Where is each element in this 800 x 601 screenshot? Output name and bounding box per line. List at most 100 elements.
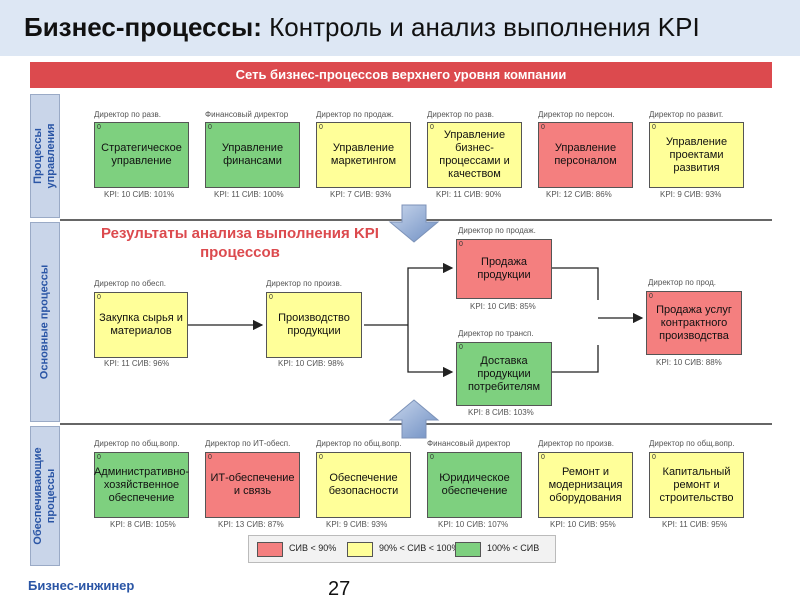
kpi-management-6: KPI: 9 СИВ: 93%: [660, 190, 722, 199]
box-corner-marker: 0: [541, 124, 545, 131]
box-corner-marker: 0: [652, 124, 656, 131]
kpi-management-3: KPI: 7 СИВ: 93%: [330, 190, 392, 199]
box-corner-marker: 0: [459, 241, 463, 248]
legend-label-green: 100% < СИВ: [487, 543, 540, 553]
legend-swatch-green: [455, 542, 481, 557]
owner-core-3: Директор по продаж.: [458, 226, 536, 235]
owner-management-3: Директор по продаж.: [316, 110, 394, 119]
process-label: Продажа продукции: [477, 256, 531, 281]
box-corner-marker: 0: [269, 294, 273, 301]
owner-support-5: Директор по произв.: [538, 439, 614, 448]
owner-management-5: Директор по персон.: [538, 110, 615, 119]
box-corner-marker: 0: [649, 293, 653, 300]
kpi-support-4: KPI: 10 СИВ: 107%: [438, 520, 509, 529]
kpi-core-2: KPI: 10 СИВ: 98%: [278, 359, 344, 368]
process-label: Закупка сырья и материалов: [99, 312, 183, 337]
process-label: Управление финансами: [221, 142, 284, 167]
kpi-support-3: KPI: 9 СИВ: 93%: [326, 520, 388, 529]
owner-support-2: Директор по ИТ-обесп.: [205, 439, 291, 448]
process-label: Обеспечение безопасности: [328, 472, 399, 497]
down-block-arrow: [388, 204, 440, 243]
owner-support-6: Директор по общ.вопр.: [649, 439, 735, 448]
process-label: Стратегическое управление: [101, 142, 182, 167]
owner-core-2: Директор по произв.: [266, 279, 342, 288]
page-number: 27: [328, 578, 351, 600]
box-corner-marker: 0: [430, 454, 434, 461]
process-label: Административно-хозяйственное обеспечени…: [93, 465, 190, 504]
kpi-support-6: KPI: 11 СИВ: 95%: [662, 520, 728, 529]
kpi-core-4: KPI: 8 СИВ: 103%: [468, 408, 534, 417]
owner-core-4: Директор по трансп.: [458, 329, 534, 338]
owner-core-5: Директор по прод.: [648, 278, 717, 287]
box-corner-marker: 0: [319, 454, 323, 461]
box-corner-marker: 0: [97, 454, 101, 461]
box-corner-marker: 0: [541, 454, 545, 461]
owner-support-3: Директор по общ.вопр.: [316, 439, 402, 448]
section-label-management: Процессы управления: [30, 94, 60, 218]
owner-support-4: Финансовый директор: [427, 439, 511, 448]
process-label: Продажа услуг контрактного производства: [656, 303, 732, 342]
box-corner-marker: 0: [430, 124, 434, 131]
process-label: Производство продукции: [278, 312, 350, 337]
arrow-branch-sales: [407, 262, 454, 325]
slide-title: Бизнес-процессы: Контроль и анализ выпол…: [24, 12, 700, 43]
process-label: Управление маркетингом: [330, 142, 397, 167]
process-label: Управление бизнес-процессами и качеством: [439, 129, 510, 180]
network-banner: Сеть бизнес-процессов верхнего уровня ко…: [30, 62, 772, 88]
box-corner-marker: 0: [97, 294, 101, 301]
kpi-management-4: KPI: 11 СИВ: 90%: [436, 190, 502, 199]
box-corner-marker: 0: [97, 124, 101, 131]
section-label-support: Обеспечивающие процессы: [30, 426, 60, 566]
box-corner-marker: 0: [652, 454, 656, 461]
kpi-management-5: KPI: 12 СИВ: 86%: [546, 190, 612, 199]
kpi-support-2: KPI: 13 СИВ: 87%: [218, 520, 284, 529]
owner-management-1: Директор по разв.: [94, 110, 162, 119]
process-label: Капитальный ремонт и строительство: [659, 465, 734, 504]
kpi-core-3: KPI: 10 СИВ: 85%: [470, 302, 536, 311]
owner-management-2: Финансовый директор: [205, 110, 289, 119]
results-heading: Результаты анализа выполнения KPI процес…: [101, 225, 379, 261]
kpi-support-5: KPI: 10 СИВ: 95%: [550, 520, 616, 529]
legend-label-yellow: 90% < СИВ < 100%: [379, 543, 460, 553]
line-delivery-contract: [552, 345, 599, 373]
kpi-management-1: KPI: 10 СИВ: 101%: [104, 190, 175, 199]
box-corner-marker: 0: [208, 454, 212, 461]
process-label: ИТ-обеспечение и связь: [210, 472, 295, 497]
process-label: Ремонт и модернизация оборудования: [548, 465, 623, 504]
box-corner-marker: 0: [459, 344, 463, 351]
kpi-core-1: KPI: 11 СИВ: 96%: [104, 359, 170, 368]
legend-label-red: СИВ < 90%: [289, 543, 337, 553]
process-label: Управление проектами развития: [665, 135, 728, 174]
footer-brand: Бизнес-инжинер: [28, 578, 135, 593]
up-block-arrow: [388, 399, 440, 439]
arrow-branch-delivery: [407, 325, 454, 378]
kpi-management-2: KPI: 11 СИВ: 100%: [214, 190, 284, 199]
owner-support-1: Директор по общ.вопр.: [94, 439, 180, 448]
kpi-support-1: KPI: 8 СИВ: 105%: [110, 520, 176, 529]
process-label: Юридическое обеспечение: [439, 472, 510, 497]
owner-core-1: Директор по обесп.: [94, 279, 167, 288]
color-legend: СИВ < 90% 90% < СИВ < 100% 100% < СИВ: [248, 535, 556, 563]
section-label-core: Основные процессы: [30, 222, 60, 422]
owner-management-4: Директор по разв.: [427, 110, 495, 119]
box-corner-marker: 0: [208, 124, 212, 131]
slide-title-bar: Бизнес-процессы: Контроль и анализ выпол…: [0, 0, 800, 56]
